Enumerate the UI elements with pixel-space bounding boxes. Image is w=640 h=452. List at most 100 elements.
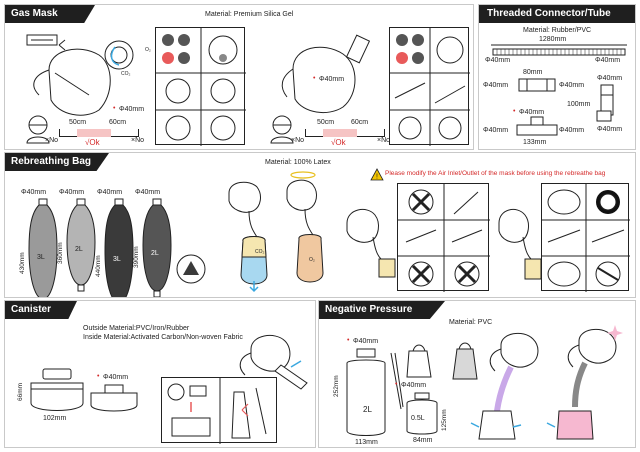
canister-body: [30, 368, 84, 411]
bottle-2l: [346, 348, 404, 436]
mask-with-bag-blue: [228, 181, 268, 293]
len-80: 80mm: [523, 69, 543, 76]
gas-mask-header: Gas Mask: [5, 5, 95, 23]
filter-circles-grid-left: [156, 28, 246, 146]
size-50-right: 50cm: [317, 119, 335, 126]
bottle-05-height: 125mm: [441, 409, 448, 431]
negative-pressure-panel: Negative Pressure Bottle Material: PVC •…: [318, 300, 636, 448]
filter-detail-grid-left: [155, 27, 246, 146]
gas-mask-material: Material: Premium Silica Gel: [205, 11, 294, 18]
rebreathing-bag: [66, 198, 96, 292]
rebreathing-bag: [28, 198, 58, 297]
co2-label: CO₂: [121, 71, 131, 77]
bag-height: 390mm: [133, 246, 140, 268]
ok-right: √Ok: [331, 138, 346, 147]
canister-header: Canister: [5, 301, 77, 319]
len-133: 133mm: [523, 139, 547, 146]
threaded-header: Threaded Connector/Tube: [479, 5, 635, 23]
o2-bag-label: O₂: [309, 257, 315, 263]
ok-range-left: [77, 129, 111, 137]
tube-d40-a: Φ40mm: [485, 57, 511, 64]
rebreathing-header: Rebreathing Bag: [5, 153, 109, 171]
len-100: 100mm: [567, 101, 591, 108]
head-figure-left: [26, 115, 50, 144]
mask-with-bottle-pink: [546, 325, 623, 440]
mask-with-canister: [239, 334, 308, 390]
conn-d40-d: Φ40mm: [559, 82, 585, 89]
straight-connector: [518, 78, 556, 92]
bag-height: 430mm: [19, 252, 26, 274]
elbow-d40-f: Φ40mm: [597, 126, 623, 133]
bag-diameter: Φ40mm: [59, 189, 85, 196]
bag-height: 440mm: [95, 255, 102, 277]
gas-mask-side-illustration: [26, 34, 134, 116]
bag-volume: 3L: [113, 256, 121, 264]
canister-dia-marker: •: [97, 373, 100, 380]
negative-header: Negative Pressure Bottle: [319, 301, 445, 319]
dim-40-left: Φ40mm: [119, 106, 145, 113]
size-50-left: 50cm: [69, 119, 87, 126]
canister-height: 66mm: [17, 382, 24, 401]
bottle-05-bag: [406, 342, 478, 380]
canister-inside-material: Inside Material:Activated Carbon/Non-wov…: [83, 334, 243, 341]
modification-grid-right: [541, 183, 630, 292]
tee-d40-g: Φ40mm: [519, 109, 545, 116]
ok-left: √Ok: [85, 138, 100, 147]
dim-40-marker: •: [113, 105, 116, 112]
gas-mask-panel: Gas Mask Material: Premium Silica Gel O₂…: [4, 4, 474, 150]
bottle-2l-dia: Φ40mm: [353, 338, 379, 345]
mask-with-bottle-blue: [470, 332, 539, 440]
no-right-left: ×No: [131, 137, 145, 144]
bottle-05: [406, 392, 438, 435]
bag-volume: 3L: [37, 254, 45, 261]
tee-d40-i: Φ40mm: [559, 127, 585, 134]
mask-modification-left: [346, 208, 396, 278]
rebreathing-material: Material: 100% Latex: [265, 159, 331, 166]
canister-dia: Φ40mm: [103, 374, 129, 381]
bottle-05-width: 84mm: [413, 437, 433, 444]
rebreathing-bag: [142, 198, 172, 297]
bottle-05-marker: •: [395, 381, 398, 388]
tee-connector: [516, 116, 558, 136]
dim-40-right: Φ40mm: [319, 76, 345, 83]
canister-top-view: [90, 384, 138, 412]
size-60-right: 60cm: [351, 119, 369, 126]
mask-with-bag-orange: [286, 171, 324, 283]
size-60-left: 60cm: [109, 119, 127, 126]
o2-label: O₂: [145, 47, 151, 53]
bottle-05-dia: Φ40mm: [401, 382, 427, 389]
ok-range-right: [323, 129, 357, 137]
conn-d40-c: Φ40mm: [483, 82, 509, 89]
filter-detail-grid-right: [389, 27, 470, 146]
canister-usage-steps: [167, 378, 267, 444]
canister-panel: Canister Outside Material:PVC/Iron/Rubbe…: [4, 300, 316, 448]
co2-bag-label: CO₂: [255, 249, 265, 255]
negative-material: Material: PVC: [449, 319, 493, 326]
len-1280: 1280mm: [539, 36, 567, 43]
corrugated-tube: [491, 44, 627, 56]
mask-modification-right: [498, 208, 542, 280]
bottle-2l-marker: •: [347, 337, 350, 344]
bag-diameter: Φ40mm: [97, 189, 123, 196]
rebreathing-bag-panel: Rebreathing Bag Material: 100% Latex ! P…: [4, 152, 636, 298]
gas-mask-side-illustration-right: [281, 34, 371, 114]
no-left-right: ×No: [291, 137, 305, 144]
bottle-2l-width: 113mm: [355, 439, 378, 446]
modification-grid-left: [397, 183, 490, 292]
bag-height: 360mm: [57, 241, 64, 264]
tube-d40-b: Φ40mm: [595, 57, 621, 64]
threaded-material: Material: Rubber/PVC: [523, 27, 592, 34]
bag-volume: 2L: [75, 246, 83, 254]
modification-steps-right: [542, 184, 630, 292]
bottle-2l-vol: 2L: [363, 405, 372, 414]
elbow-connector: [596, 84, 614, 122]
bottle-2l-height: 252mm: [333, 375, 340, 397]
no-right-right: ×No: [377, 137, 391, 144]
bag-volume: 2L: [151, 249, 159, 257]
head-figure-right: [270, 115, 294, 144]
bag-diameter: Φ40mm: [21, 189, 47, 196]
canister-width: 102mm: [43, 415, 67, 422]
no-left-left: ×No: [45, 137, 59, 144]
tee-d40-h: Φ40mm: [483, 127, 509, 134]
warning-icon: !: [370, 168, 384, 181]
